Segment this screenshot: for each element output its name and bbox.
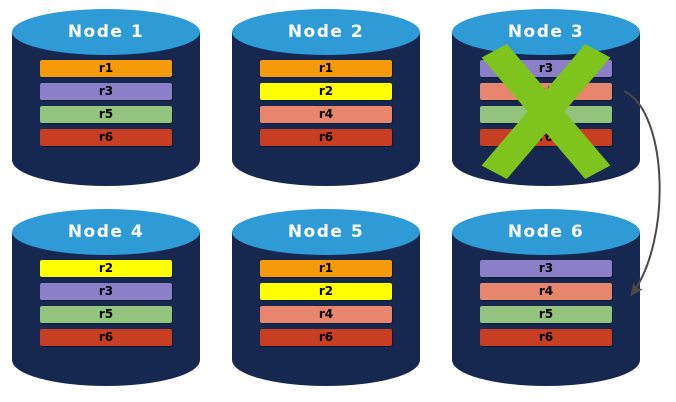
record-bar[interactable]: r6 [40, 129, 172, 146]
record-bar[interactable]: r1 [260, 260, 392, 277]
record-bar[interactable]: r6 [480, 329, 612, 346]
record-bar[interactable]: r6 [260, 329, 392, 346]
record-bar[interactable]: r3 [40, 283, 172, 300]
record-bar[interactable]: r4 [260, 106, 392, 123]
record-bar[interactable]: r5 [40, 106, 172, 123]
record-bar[interactable]: r3 [480, 260, 612, 277]
record-bar[interactable]: r5 [480, 306, 612, 323]
cylinder-top [232, 9, 420, 55]
record-bar[interactable]: r4 [480, 83, 612, 100]
record-list: r2 r3 r5 r6 [40, 260, 172, 352]
record-bar[interactable]: r6 [480, 129, 612, 146]
record-list: r1 r2 r4 r6 [260, 60, 392, 152]
cylinder-top [232, 209, 420, 255]
record-bar[interactable]: r3 [480, 60, 612, 77]
record-bar[interactable]: r6 [40, 329, 172, 346]
record-bar[interactable]: r2 [40, 260, 172, 277]
record-bar[interactable]: r2 [260, 283, 392, 300]
record-list: r3 r4 r5 r6 [480, 260, 612, 352]
cylinder-top [12, 209, 200, 255]
record-bar[interactable]: r3 [40, 83, 172, 100]
record-bar[interactable]: r2 [260, 83, 392, 100]
record-bar[interactable]: r1 [260, 60, 392, 77]
record-bar[interactable]: r5 [480, 106, 612, 123]
record-bar[interactable]: r5 [40, 306, 172, 323]
record-list: r1 r2 r4 r6 [260, 260, 392, 352]
cylinder-top [452, 9, 640, 55]
cylinder-top [12, 9, 200, 55]
record-bar[interactable]: r4 [480, 283, 612, 300]
record-list: r1 r3 r5 r6 [40, 60, 172, 152]
record-bar[interactable]: r4 [260, 306, 392, 323]
record-bar[interactable]: r1 [40, 60, 172, 77]
record-list: r3 r4 r5 r6 [480, 60, 612, 152]
record-bar[interactable]: r6 [260, 129, 392, 146]
cylinder-top [452, 209, 640, 255]
